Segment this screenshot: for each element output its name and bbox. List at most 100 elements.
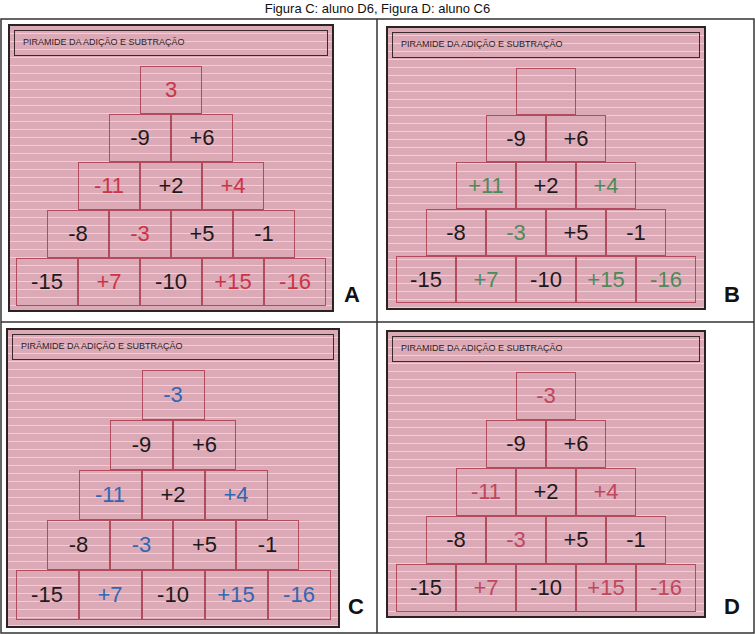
- given-number: -10: [157, 582, 189, 608]
- pyramid-cell: +4: [576, 162, 636, 209]
- pyramid-cell: -8: [47, 210, 109, 258]
- board-header: PIRAMIDE DA ADIÇÃO E SUBTRAÇÃO: [14, 30, 328, 56]
- given-number: +6: [563, 126, 588, 152]
- pyramid-cell: +15: [576, 256, 636, 303]
- pyramid-cell: -9: [486, 420, 546, 468]
- pyramid-cell: -3: [142, 370, 205, 420]
- panel-letter: D: [724, 594, 740, 620]
- given-number: -15: [410, 267, 442, 293]
- pyramid-cell: +4: [576, 468, 636, 516]
- pyramid-cell: +2: [516, 162, 576, 209]
- given-number: -10: [530, 267, 562, 293]
- pyramid-cell: -10: [142, 570, 205, 620]
- pyramid-cell: -10: [516, 564, 576, 612]
- pyramid-cell: -11: [456, 468, 516, 516]
- given-number: -1: [626, 220, 646, 246]
- student-answer: +4: [223, 482, 248, 508]
- pyramid-cell: -15: [396, 256, 456, 303]
- pyramid-cell: -9: [109, 114, 171, 162]
- given-number: +6: [189, 125, 214, 151]
- pyramid-board: PIRÂMIDE DA ADIÇÃO E SUBTRAÇÃO-3-9+6-11+…: [6, 328, 340, 628]
- given-number: -8: [68, 221, 88, 247]
- given-number: +5: [563, 527, 588, 553]
- student-answer: -16: [650, 267, 682, 293]
- pyramid-cell: +7: [456, 256, 516, 303]
- student-answer: +7: [473, 267, 498, 293]
- pyramid-cell: -16: [636, 256, 696, 303]
- student-answer: -3: [132, 532, 152, 558]
- given-number: -9: [506, 126, 526, 152]
- given-number: +6: [192, 432, 217, 458]
- board-header: PIRAMIDE DA ADIÇÃO E SUBTRAÇÃO: [392, 336, 700, 362]
- pyramid-cell: -9: [486, 115, 546, 162]
- student-answer: 3: [165, 77, 177, 103]
- pyramid-cell: -15: [16, 258, 78, 306]
- given-number: +5: [189, 221, 214, 247]
- pyramid-cell: 3: [140, 66, 202, 114]
- given-number: -8: [446, 527, 466, 553]
- pyramid-cell: -1: [236, 520, 299, 570]
- given-number: -1: [254, 221, 274, 247]
- given-number: +2: [533, 479, 558, 505]
- pyramid-cell: -3: [486, 209, 546, 256]
- pyramid-board: PIRAMIDE DA ADIÇÃO E SUBTRAÇÃO-9+6+11+2+…: [386, 26, 706, 310]
- pyramid-cell: +7: [78, 258, 140, 306]
- pyramid-cell: -16: [264, 258, 326, 306]
- pyramid-cell: -8: [426, 516, 486, 564]
- pyramid-cell: +2: [142, 470, 205, 520]
- pyramid-cell: +5: [171, 210, 233, 258]
- student-answer: +15: [217, 582, 254, 608]
- given-number: -9: [130, 125, 150, 151]
- pyramid-cell: -3: [486, 516, 546, 564]
- pyramid-cell: -15: [16, 570, 79, 620]
- student-answer: +4: [593, 479, 618, 505]
- pyramid-cell: +2: [140, 162, 202, 210]
- given-number: +2: [160, 482, 185, 508]
- figure-title: Figura C: aluno D6, Figura D: aluno C6: [0, 1, 755, 16]
- student-answer: -16: [279, 269, 311, 295]
- given-number: -1: [258, 532, 278, 558]
- student-answer: -3: [163, 382, 183, 408]
- pyramid-cell: -10: [516, 256, 576, 303]
- pyramid-cell: +4: [202, 162, 264, 210]
- pyramid-cell: +6: [546, 115, 606, 162]
- pyramid-cell: +6: [171, 114, 233, 162]
- pyramid-cell: -11: [79, 470, 142, 520]
- pyramid-cell: +7: [79, 570, 142, 620]
- given-number: +5: [563, 220, 588, 246]
- pyramid-cell: -1: [606, 209, 666, 256]
- given-number: +5: [192, 532, 217, 558]
- pyramid-board: PIRAMIDE DA ADIÇÃO E SUBTRAÇÃO 3 -9 +6 -11 +2…: [8, 24, 334, 312]
- pyramid-cell: -10: [140, 258, 202, 306]
- empty-cell: [516, 68, 576, 115]
- pyramid-cell: -11: [78, 162, 140, 210]
- student-answer: -11: [94, 173, 124, 199]
- student-answer: -3: [130, 221, 150, 247]
- pyramid-cell: -1: [233, 210, 295, 258]
- pyramid-cell: +15: [202, 258, 264, 306]
- pyramid-cell: +5: [546, 516, 606, 564]
- student-answer: -16: [283, 582, 315, 608]
- pyramid-cell: -16: [268, 570, 331, 620]
- pyramid-cell: -8: [47, 520, 110, 570]
- student-answer: -16: [650, 575, 682, 601]
- outer-frame: [1, 19, 754, 633]
- student-answer: -3: [506, 527, 526, 553]
- panel-letter: A: [344, 282, 360, 308]
- given-number: -9: [132, 432, 152, 458]
- pyramid-cell: +7: [456, 564, 516, 612]
- panel-divider: [376, 19, 378, 633]
- panel-letter: C: [348, 594, 364, 620]
- pyramid-cell: -16: [636, 564, 696, 612]
- student-answer: +15: [214, 269, 251, 295]
- pyramid-cell: +6: [546, 420, 606, 468]
- panel-letter: B: [724, 282, 740, 308]
- student-answer: +15: [587, 575, 624, 601]
- pyramid-cell: +5: [546, 209, 606, 256]
- given-number: +6: [563, 431, 588, 457]
- board-header: PIRAMIDE DA ADIÇÃO E SUBTRAÇÃO: [392, 32, 700, 58]
- panel-divider: [1, 321, 754, 323]
- pyramid-cell: -3: [110, 520, 173, 570]
- pyramid-board: PIRAMIDE DA ADIÇÃO E SUBTRAÇÃO -3 -9 +6 -11 +…: [386, 330, 706, 618]
- given-number: -15: [31, 269, 63, 295]
